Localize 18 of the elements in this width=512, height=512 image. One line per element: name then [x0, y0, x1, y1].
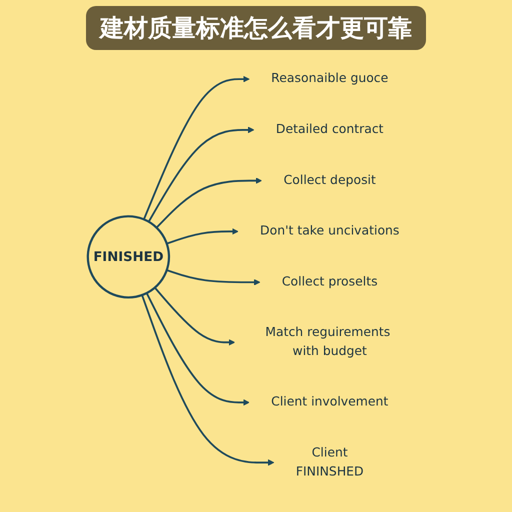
node-text: Collect proselts	[282, 274, 378, 289]
node-text: Collect deposit	[283, 172, 376, 187]
node-text: Don't take uncivations	[260, 223, 400, 238]
node-text: Client FININSHED	[296, 444, 364, 478]
arrow	[148, 126, 254, 222]
arrow	[156, 176, 262, 228]
arrow	[154, 286, 235, 346]
arrow	[166, 268, 260, 285]
arrow	[166, 228, 238, 244]
arrow	[142, 75, 250, 220]
node-text: Reasonaible guoce	[270, 70, 388, 86]
node-text: Client involvement	[270, 394, 388, 409]
arrow	[140, 294, 274, 466]
node-text: Detailed contract	[276, 122, 384, 136]
arrow	[146, 292, 250, 406]
title-banner: 建材质量标准怎么看才更可靠	[86, 6, 426, 50]
node-circle: FINISHED	[86, 214, 170, 298]
node-text: Match reguirements with budget	[264, 324, 390, 358]
